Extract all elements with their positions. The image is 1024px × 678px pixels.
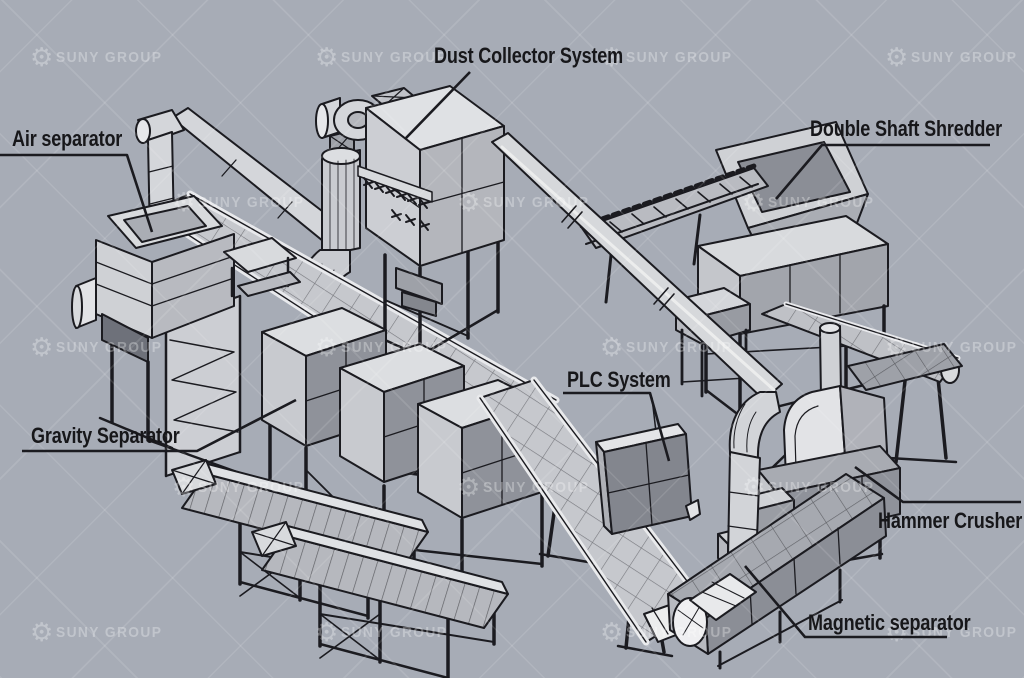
shredder-feed-conveyor — [579, 163, 769, 304]
equipment-label-magnetic-separator: Magnetic separator — [808, 610, 971, 635]
main-duct-pipe — [491, 132, 783, 401]
roller-table — [171, 459, 429, 620]
roller-table — [251, 521, 509, 678]
equipment-label-dust-collector-system: Dust Collector System — [434, 43, 624, 68]
gravity-separator-machine — [261, 307, 544, 602]
equipment-label-air-separator: Air separator — [12, 126, 123, 151]
equipment-label-gravity-separator: Gravity Separator — [31, 423, 180, 448]
crusher-elbow-pipe — [727, 391, 781, 565]
side-screen-table — [223, 237, 301, 298]
equipment-label-hammer-crusher: Hammer Crusher — [878, 508, 1023, 533]
equipment-label-double-shaft-shredder: Double Shaft Shredder — [810, 116, 1003, 141]
equipment-label-plc-system: PLC System — [567, 367, 671, 392]
